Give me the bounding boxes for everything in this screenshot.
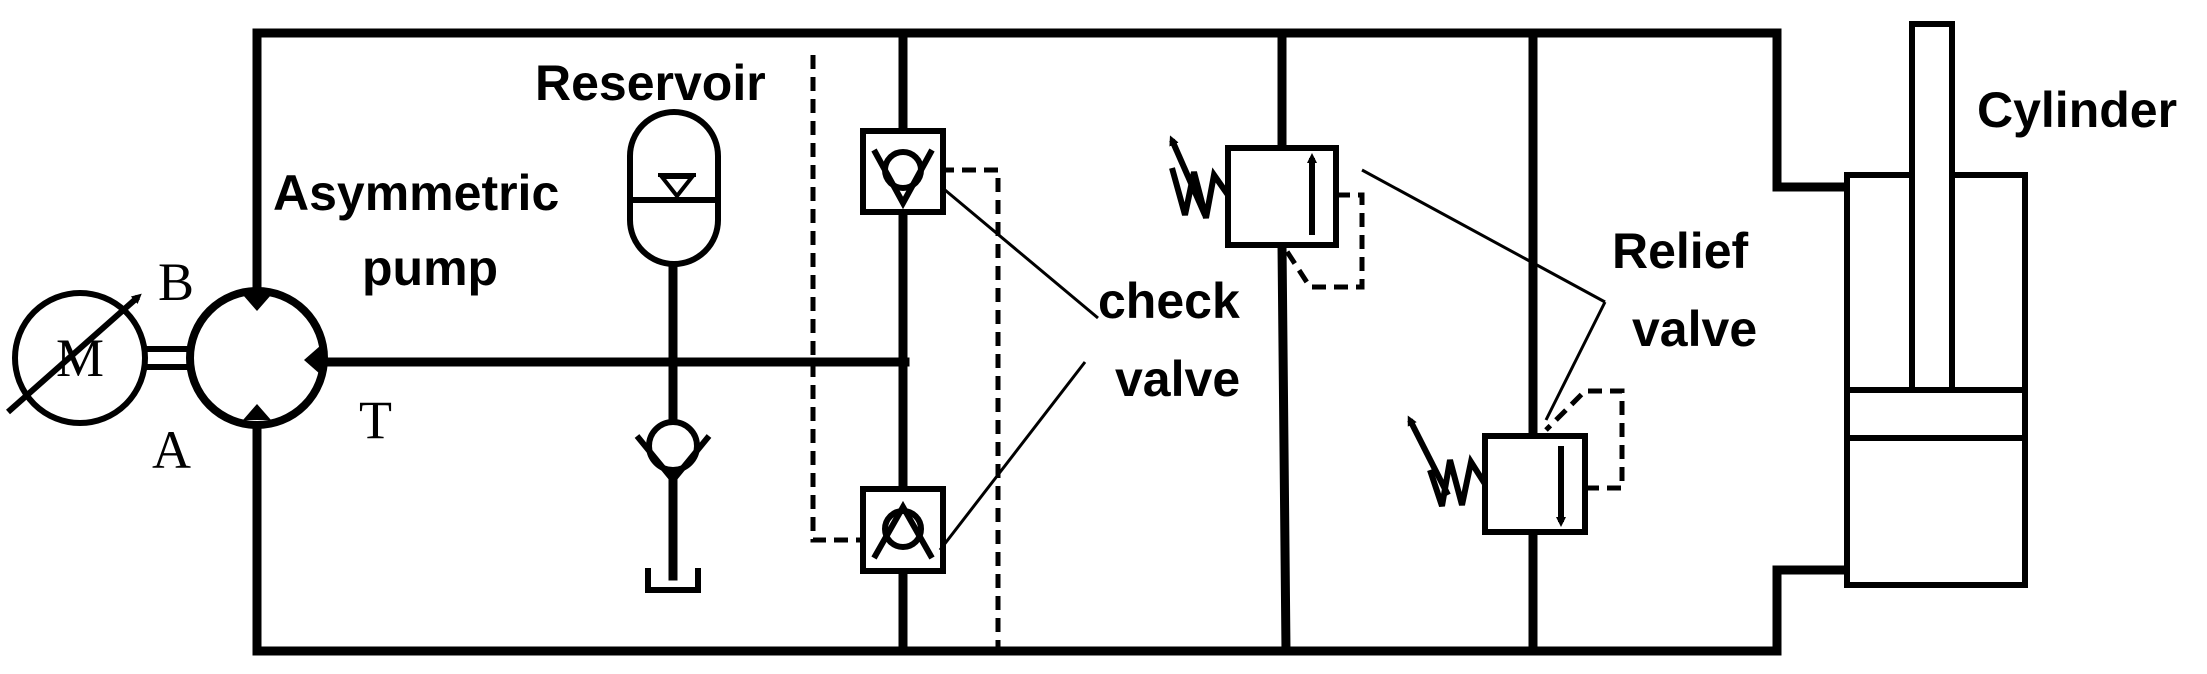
- cylinder-piston: [1844, 387, 2028, 441]
- motor-label: M: [56, 328, 104, 388]
- port-t-label: T: [359, 390, 392, 450]
- motor: M: [6, 290, 195, 426]
- relief-valve-label-line2: valve: [1632, 301, 1757, 357]
- pump-label-line2: pump: [362, 240, 498, 296]
- motor-adjust-arrow: [6, 293, 142, 415]
- reservoir-check-valve: [634, 419, 712, 485]
- check-valve-leader-lines: [938, 188, 1099, 551]
- spring-adjust-arrow: [1407, 415, 1451, 497]
- asymmetric-pump: [186, 287, 328, 429]
- relief-valve-1-bottom: [1277, 240, 1291, 656]
- cylinder-rod: [1909, 21, 1955, 393]
- top-pressure-line: [252, 28, 1852, 300]
- check-valve-label-line1: check: [1098, 273, 1240, 329]
- pump-port-t-arrow: [304, 346, 320, 374]
- port-a-label: A: [152, 420, 191, 480]
- pilot-line-relief-lower: [1544, 388, 1625, 491]
- spring-adjust-arrow: [1169, 135, 1208, 217]
- reservoir-symbol: [627, 109, 721, 267]
- bottom-pressure-line: [252, 415, 1852, 656]
- check-valve-lower: [860, 486, 946, 574]
- relief-valve-leader-lines: [1361, 168, 1607, 421]
- spring-icon: [1169, 167, 1231, 219]
- check-valve-label-line2: valve: [1115, 351, 1240, 407]
- check-valve-upper: [860, 128, 946, 215]
- pump-label-line1: Asymmetric: [273, 165, 559, 221]
- pump-port-a-arrow: [243, 404, 271, 420]
- port-b-label: B: [158, 252, 194, 312]
- motor-symbol: [12, 290, 148, 426]
- cylinder: [1844, 21, 2028, 588]
- pilot-lines-check: [810, 55, 1001, 651]
- reservoir-label: Reservoir: [535, 55, 766, 111]
- tank-icon: [645, 568, 701, 593]
- reservoir: [627, 109, 721, 267]
- spring-icon: [1427, 454, 1488, 507]
- relief-valve-upper: [1169, 135, 1339, 248]
- cylinder-label: Cylinder: [1977, 82, 2177, 138]
- pilot-line-relief-upper: [1283, 192, 1365, 290]
- pump-symbol: [186, 287, 328, 429]
- pump-port-b-arrow: [243, 295, 271, 311]
- relief-valve-lower: [1407, 415, 1588, 535]
- main-circuit-lines: [252, 28, 1852, 656]
- relief-valve-label-line1: Relief: [1612, 223, 1749, 279]
